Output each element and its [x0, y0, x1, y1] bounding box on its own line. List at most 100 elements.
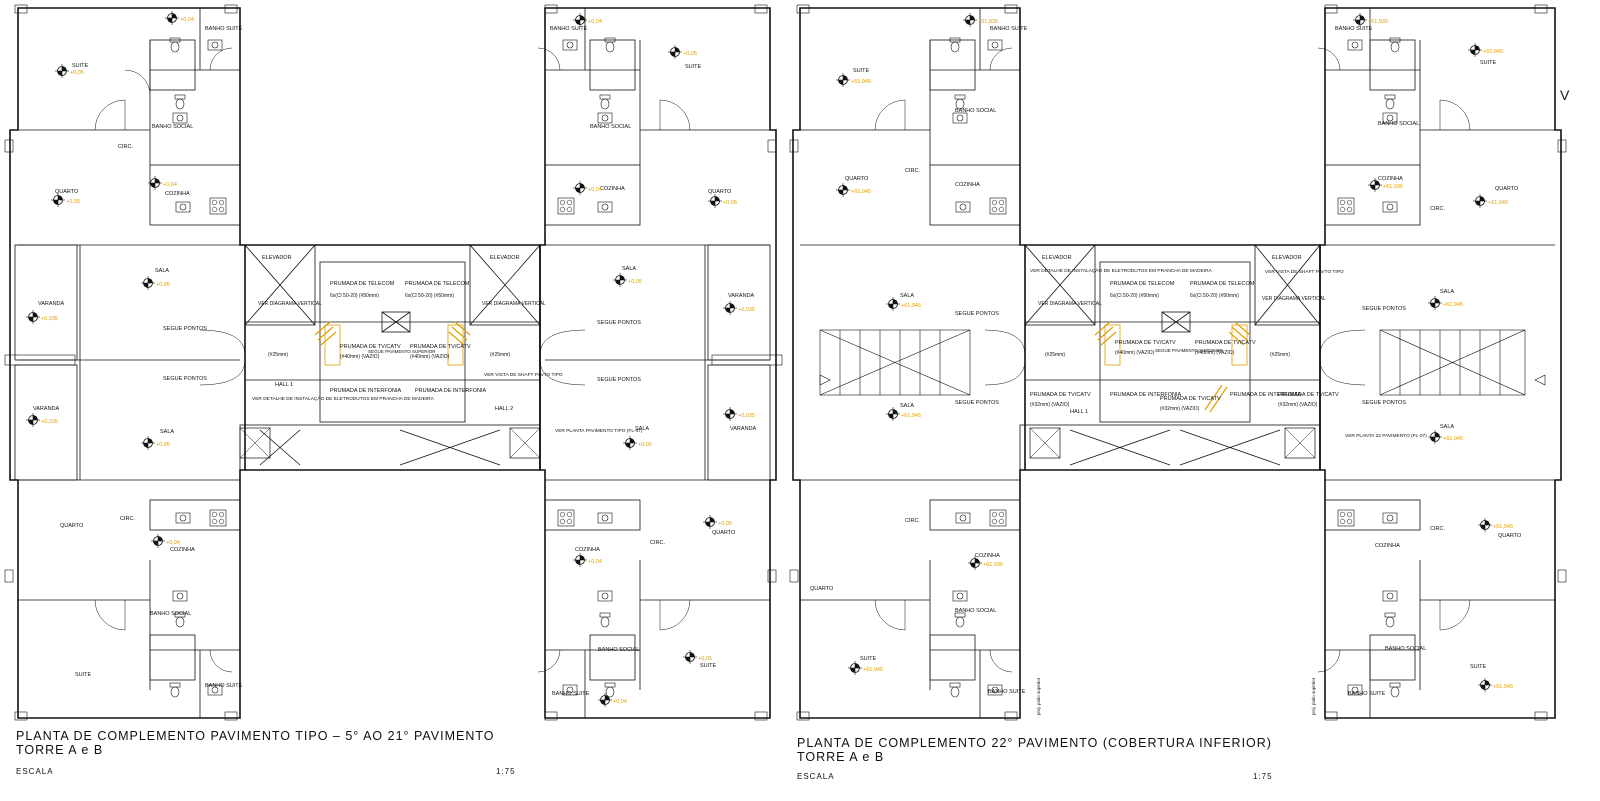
- level-marker-icon: [1427, 295, 1443, 311]
- room-label: QUARTO: [1495, 186, 1519, 192]
- level-marker-icon: [572, 180, 588, 196]
- room-label: SALA: [1440, 289, 1454, 295]
- note-label: SEGUE PONTOS: [955, 400, 999, 406]
- level-marker-icon: [1427, 429, 1443, 445]
- level-value: +61,945: [901, 413, 921, 419]
- room-label: SUITE: [700, 663, 717, 669]
- level-marker-icon: [140, 275, 156, 291]
- riser-label: PRUMADA DE INTERFONIA: [1110, 392, 1182, 398]
- note-label: VER VISTA DE SHAFT PAVTO TIPO: [484, 372, 563, 378]
- plan-1-labels: SUITE BANHO SUITE BANHO SOCIAL CIRC. COZ…: [33, 26, 757, 697]
- level-value: +61,945: [1493, 524, 1513, 530]
- riser-spec: (#40mm) (VAZIO): [1115, 350, 1155, 356]
- plan-1-title: PLANTA DE COMPLEMENTO PAVIMENTO TIPO – 5…: [16, 729, 495, 757]
- room-label: BANHO SUITE: [550, 26, 588, 32]
- plan-1-title-line1: PLANTA DE COMPLEMENTO PAVIMENTO TIPO – 5…: [16, 729, 495, 743]
- riser-label: PRUMADA DE TELECOM: [1190, 281, 1255, 287]
- riser-spec: (#40mm) (VAZIO): [340, 354, 380, 360]
- note-label: (#25mm): [490, 352, 510, 358]
- plan-2-levels: +61,935 +61,945 +61,945 +61,945 +61,945 …: [851, 19, 1513, 690]
- riser-spec: 6x(Cl 50-20) (#50mm): [405, 293, 454, 299]
- elevator-label: ELEVADOR: [490, 255, 520, 261]
- plan-1: [4, 4, 783, 721]
- room-label: CIRC.: [118, 144, 133, 150]
- plan-2-title-line2: TORRE A e B: [797, 750, 885, 764]
- note-label: (#25mm): [268, 352, 288, 358]
- level-marker-icon: [572, 552, 588, 568]
- room-label: BANHO SOCIAL: [590, 124, 631, 130]
- room-label: SALA: [635, 426, 649, 432]
- riser-label: PRUMADA DE TELECOM: [405, 281, 470, 287]
- room-label: SALA: [900, 293, 914, 299]
- level-value: +0,04: [180, 17, 194, 23]
- level-marker-icon: [25, 309, 41, 325]
- room-label: SUITE: [72, 63, 89, 69]
- room-label: CIRC.: [1430, 526, 1445, 532]
- level-value: +61,945: [1443, 302, 1463, 308]
- level-value: +0,035: [738, 413, 755, 419]
- room-label: SUITE: [1470, 664, 1487, 670]
- room-label: SUITE: [860, 656, 877, 662]
- room-label: BANHO SOCIAL: [1385, 646, 1426, 652]
- hall-label: HALL 2: [495, 406, 513, 412]
- room-label: BANHO SOCIAL: [955, 608, 996, 614]
- plan-1-scale-label: ESCALA: [16, 767, 54, 776]
- plan-1-title-line2: TORRE A e B: [16, 743, 104, 757]
- note-label: VER VISTA DE SHAFT PAVTO TIPO: [1265, 269, 1344, 275]
- level-value: +0,035: [41, 316, 58, 322]
- room-label: BANHO SUITE: [552, 691, 590, 697]
- hall-label: HALL 1: [1070, 409, 1088, 415]
- level-value: +0,04: [163, 182, 177, 188]
- level-marker-icon: [667, 44, 683, 60]
- note-label: SEGUE PONTOS: [955, 311, 999, 317]
- level-value: +0,05: [718, 521, 732, 527]
- room-label: BANHO SOCIAL: [598, 647, 639, 653]
- note-label: proj. patio superior: [1311, 677, 1316, 715]
- level-value: +0,05: [66, 199, 80, 205]
- level-marker-icon: [1352, 12, 1368, 28]
- room-label: SALA: [160, 429, 174, 435]
- room-label: SUITE: [1480, 60, 1497, 66]
- room-label: SUITE: [685, 64, 702, 70]
- note-label: VER DIAGRAMA VERTICAL: [482, 301, 546, 307]
- room-label: COZINHA: [600, 186, 625, 192]
- riser-label: PRUMADA DE TV/CATV: [1278, 392, 1339, 398]
- room-label: BANHO SUITE: [988, 689, 1026, 695]
- level-marker-icon: [847, 660, 863, 676]
- note-label: (#25mm): [1270, 352, 1290, 358]
- level-value: +0,035: [41, 419, 58, 425]
- level-marker-icon: [612, 272, 628, 288]
- riser-label: PRUMADA DE TV/CATV: [410, 344, 471, 350]
- note-label: SEGUE PAVIMENTO SUPERIOR: [1155, 348, 1223, 353]
- plan-2-labels: SUITE BANHO SUITE BANHO SOCIAL CIRC. COZ…: [810, 26, 1522, 715]
- riser-label: PRUMADA DE TV/CATV: [1160, 396, 1221, 402]
- room-label: BANHO SUITE: [990, 26, 1028, 32]
- note-label: VER DETALHE DE INSTALAÇÃO DE ELETRODUTOS…: [252, 395, 435, 402]
- note-label: VER DIAGRAMA VERTICAL: [258, 301, 322, 307]
- riser-spec: (#40mm) (VAZIO): [1195, 350, 1235, 356]
- riser-label: PRUMADA DE INTERFONIA: [330, 388, 402, 394]
- level-marker-icon: [885, 296, 901, 312]
- riser-spec: (#40mm) (VAZIO): [410, 354, 450, 360]
- room-label: SALA: [900, 403, 914, 409]
- plan-2-scale-value: 1:75: [1253, 772, 1273, 781]
- level-value: +61,945: [851, 79, 871, 85]
- room-label: QUARTO: [1498, 533, 1522, 539]
- level-marker-icon: [707, 193, 723, 209]
- room-label: COZINHA: [1378, 176, 1403, 182]
- room-label: COZINHA: [170, 547, 195, 553]
- note-label: VER PLANTA PAVIMENTO TIPO (FL-07): [555, 428, 643, 434]
- note-label: SEGUE PONTOS: [163, 376, 207, 382]
- level-value: +61,935: [983, 562, 1003, 568]
- plan-1-scale-value: 1:75: [496, 767, 516, 776]
- room-label: BANHO SOCIAL: [955, 108, 996, 114]
- level-marker-icon: [1467, 42, 1483, 58]
- level-value: +61,945: [863, 667, 883, 673]
- room-label: SALA: [155, 268, 169, 274]
- room-label: SUITE: [75, 672, 92, 678]
- level-value: +0,05: [638, 442, 652, 448]
- level-marker-icon: [682, 649, 698, 665]
- level-value: +0,035: [738, 307, 755, 313]
- orange-conduit-icon: [314, 321, 471, 346]
- riser-spec: 6x(Cl 50-20) (#50mm): [1110, 293, 1159, 299]
